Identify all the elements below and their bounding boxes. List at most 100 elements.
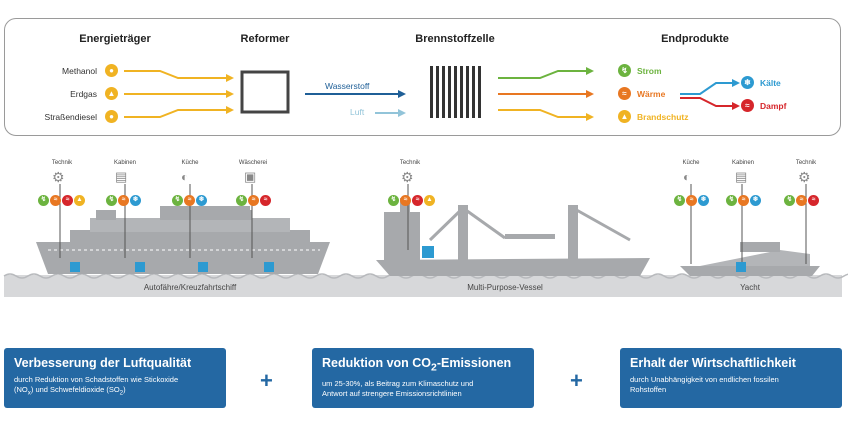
benefit-text-line: Rohstoffen [630, 385, 667, 395]
gear-icon: ⚙ [798, 169, 811, 185]
arrow-head [586, 67, 594, 75]
lightning-icon: ↯ [388, 194, 399, 206]
steam-arrow [680, 97, 732, 107]
benefit-text-line: durch Unabhängigkeit von endlichen fossi… [630, 375, 779, 384]
lightning-icon: ↯ [674, 194, 685, 206]
steam-icon: ≈ [741, 99, 754, 112]
arrow-head [226, 106, 234, 114]
benefit-title: Reduktion von CO2-Emissionen [322, 356, 524, 374]
snowflake-icon: ❄ [130, 194, 141, 206]
washing-machine-icon: ▣ [244, 169, 257, 184]
snowflake-icon: ❄ [750, 194, 761, 206]
arrow-head [398, 90, 406, 98]
benefit-text-line: um 25-30%, als Beitrag zum Klimaschutz u… [322, 378, 474, 388]
subscript: 2 [431, 362, 437, 374]
steam-icon: ≈ [62, 194, 73, 206]
yacht-label: Yacht [740, 283, 760, 292]
lightning-icon: ↯ [784, 194, 795, 206]
electricity-arrow [498, 70, 586, 79]
arrow-head [732, 102, 740, 110]
end-products-title: Endprodukte [661, 33, 729, 45]
benefit-air-quality: Verbesserung der Luftqualität durch Redu… [4, 348, 226, 408]
air-label: Luft [350, 107, 365, 117]
multi-purpose-vessel [376, 184, 650, 276]
heat-icon: ≈ [618, 87, 631, 100]
product-cooling: Kälte [760, 78, 781, 88]
heat-icon: ≈ [118, 194, 129, 206]
heat-icon: ≈ [796, 194, 807, 206]
benefit-title: Verbesserung der Luftqualität [14, 356, 192, 370]
ferry-cabins-products: ↯≈❄ [106, 188, 142, 206]
room-label: Technik [399, 160, 421, 166]
yacht-cabins-products: ↯≈❄ [726, 188, 762, 206]
reformer-title: Reformer [240, 33, 290, 45]
lightning-icon: ↯ [236, 194, 247, 206]
ferry-laundry-products: ↯≈≈ [236, 188, 272, 206]
room-label: Küche [682, 160, 700, 166]
product-heat: Wärme [637, 89, 666, 99]
source-label-diesel: Straßendiesel [44, 112, 97, 122]
product-steam: Dampf [760, 101, 787, 111]
cooling-arrow [680, 82, 732, 95]
benefit-title: Erhalt der Wirtschaftlichkeit [630, 356, 796, 370]
yacht-kitchen-products: ↯≈❄ [674, 188, 710, 206]
room-label: Technik [51, 160, 73, 166]
benefit-text-part: ) und Schwefeldioxide (SO [30, 385, 120, 395]
source-arrow [124, 109, 226, 118]
pot-icon: ◐ [683, 170, 691, 184]
heat-icon: ≈ [400, 194, 411, 206]
source-label-natural-gas: Erdgas [70, 89, 97, 99]
heat-icon: ≈ [686, 194, 697, 206]
lightning-icon: ↯ [726, 194, 737, 206]
ships-illustration [3, 184, 848, 297]
room-label: Wäscherei [238, 160, 268, 166]
mpv-technik-products: ↯≈≈▲ [388, 188, 436, 206]
gear-icon: ⚙ [52, 169, 65, 185]
fuel-cell-title: Brennstoffzelle [415, 33, 495, 45]
fire-protection-arrow [498, 109, 586, 118]
room-label: Küche [181, 160, 199, 166]
process-diagram-frame [4, 18, 841, 136]
steam-icon: ≈ [412, 194, 423, 206]
source-label-methanol: Methanol [62, 66, 97, 76]
energy-carriers-title: Energieträger [79, 33, 151, 45]
fire-icon: ▲ [618, 110, 631, 123]
benefit-text-line: Antwort auf strengere Emissionsrichtlini… [322, 388, 462, 398]
gear-icon: ⚙ [401, 169, 414, 185]
drop-icon: ● [105, 110, 118, 123]
fuel-cell-stack [430, 66, 481, 118]
ferry-ship [36, 184, 330, 274]
mpv-label: Multi-Purpose-Vessel [467, 283, 543, 292]
benefit-text: durch Reduktion von Schadstoffen wie Sti… [14, 375, 216, 398]
title-part: Reduktion von CO [322, 356, 432, 370]
bed-icon: ▤ [735, 169, 748, 184]
heat-icon: ≈ [248, 194, 259, 206]
snowflake-icon: ❄ [741, 76, 754, 89]
process-flow-svg [124, 66, 740, 121]
source-arrow [124, 70, 226, 79]
drop-icon: ● [105, 64, 118, 77]
arrow-head [226, 74, 234, 82]
bed-icon: ▤ [115, 169, 128, 184]
benefit-text: um 25-30%, als Beitrag zum Klimaschutz u… [322, 379, 524, 399]
lightning-icon: ↯ [172, 194, 183, 206]
heat-icon: ≈ [50, 194, 61, 206]
lightning-icon: ↯ [618, 64, 631, 77]
ferry-label: Autofähre/Kreuzfahrtschiff [143, 283, 237, 292]
steam-icon: ≈ [808, 194, 819, 206]
reformer-block [240, 70, 290, 114]
arrow-head [586, 113, 594, 121]
water-band [4, 275, 842, 297]
ferry-technik-products: ↯≈≈▲ [38, 188, 86, 206]
fire-icon: ▲ [74, 194, 85, 206]
arrow-head [398, 109, 406, 117]
steam-icon: ≈ [260, 194, 271, 206]
flame-icon: ▲ [105, 87, 118, 100]
benefit-co2-reduction: Reduktion von CO2-Emissionen um 25-30%, … [312, 348, 534, 408]
product-electricity: Strom [637, 66, 662, 76]
room-label: Technik [795, 160, 817, 166]
benefit-text: durch Unabhängigkeit von endlichen fossi… [630, 375, 832, 395]
lightning-icon: ↯ [106, 194, 117, 206]
ferry-kitchen-products: ↯≈❄ [172, 188, 208, 206]
fire-icon: ▲ [424, 194, 435, 206]
